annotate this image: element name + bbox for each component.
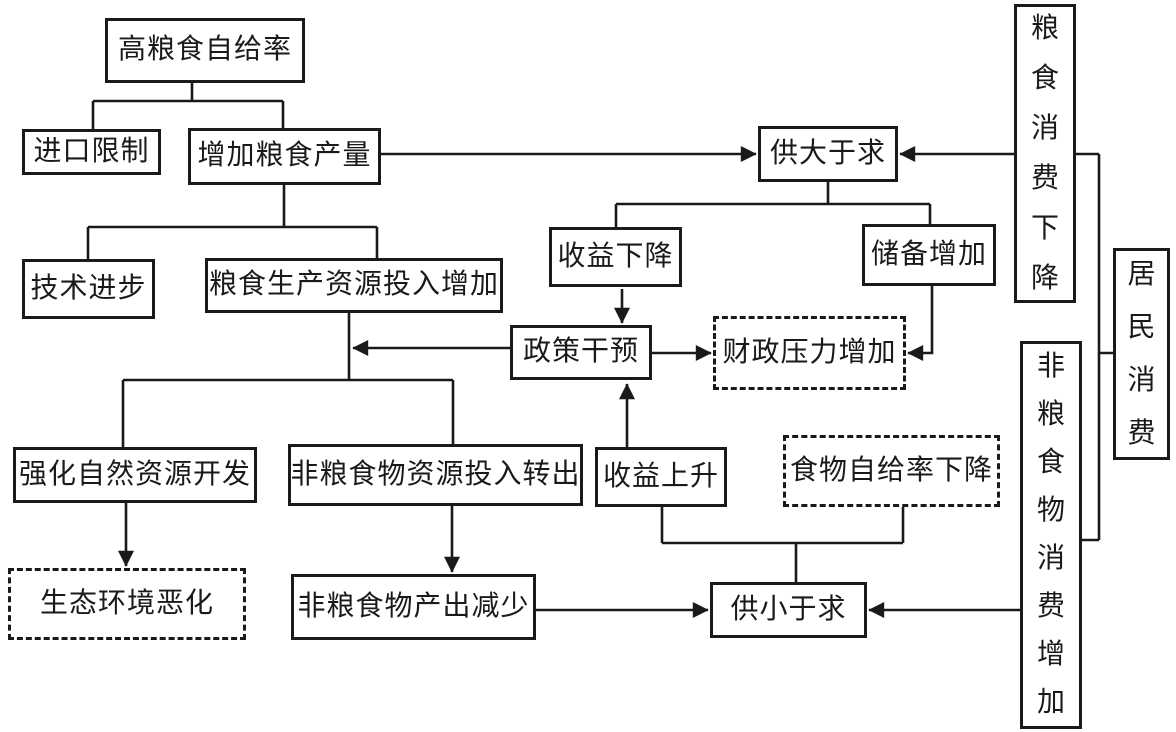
node-non-grain-resource-input-transfer-out: 非粮食物资源投入转出 bbox=[288, 444, 583, 506]
node-fiscal-pressure-increase: 财政压力增加 bbox=[713, 316, 906, 390]
node-technological-progress: 技术进步 bbox=[22, 259, 155, 319]
edge-tree-supply-exceeds bbox=[614, 182, 932, 229]
node-resident-consumption: 居 民 消 费 bbox=[1113, 248, 1170, 460]
node-ecological-environment-deterioration: 生态环境恶化 bbox=[8, 568, 246, 640]
node-strengthen-natural-resource-development: 强化自然资源开发 bbox=[13, 447, 257, 503]
node-grain-consumption-decline: 粮 食 消 费 下 降 bbox=[1014, 4, 1076, 303]
node-non-grain-food-consumption-increase: 非 粮 食 物 消 费 增 加 bbox=[1020, 341, 1082, 729]
edge-reserve-to-fiscal bbox=[907, 286, 934, 361]
edge-bracket-resident-consumption bbox=[1076, 152, 1113, 542]
node-non-grain-food-output-decrease: 非粮食物产出减少 bbox=[291, 574, 536, 640]
node-high-grain-self-sufficiency: 高粮食自给率 bbox=[105, 18, 305, 83]
node-grain-production-resource-input-increase: 粮食生产资源投入增加 bbox=[205, 258, 503, 313]
edge-tree-supply-under bbox=[660, 506, 905, 584]
node-revenue-rise: 收益上升 bbox=[595, 447, 727, 507]
edge-tree-resource-input bbox=[121, 313, 455, 449]
node-supply-less-than-demand: 供小于求 bbox=[710, 582, 867, 638]
node-policy-intervention: 政策干预 bbox=[510, 325, 652, 380]
edge-tree-self-sufficiency bbox=[91, 83, 285, 131]
node-revenue-decline: 收益下降 bbox=[549, 227, 682, 287]
node-import-restriction: 进口限制 bbox=[22, 129, 161, 175]
node-food-self-sufficiency-decline: 食物自给率下降 bbox=[783, 435, 1000, 507]
edge-tree-increase-output bbox=[86, 185, 379, 261]
node-reserve-increase: 储备增加 bbox=[862, 224, 996, 286]
node-supply-exceeds-demand: 供大于求 bbox=[758, 126, 898, 182]
node-increase-grain-output: 增加粮食产量 bbox=[188, 128, 381, 185]
